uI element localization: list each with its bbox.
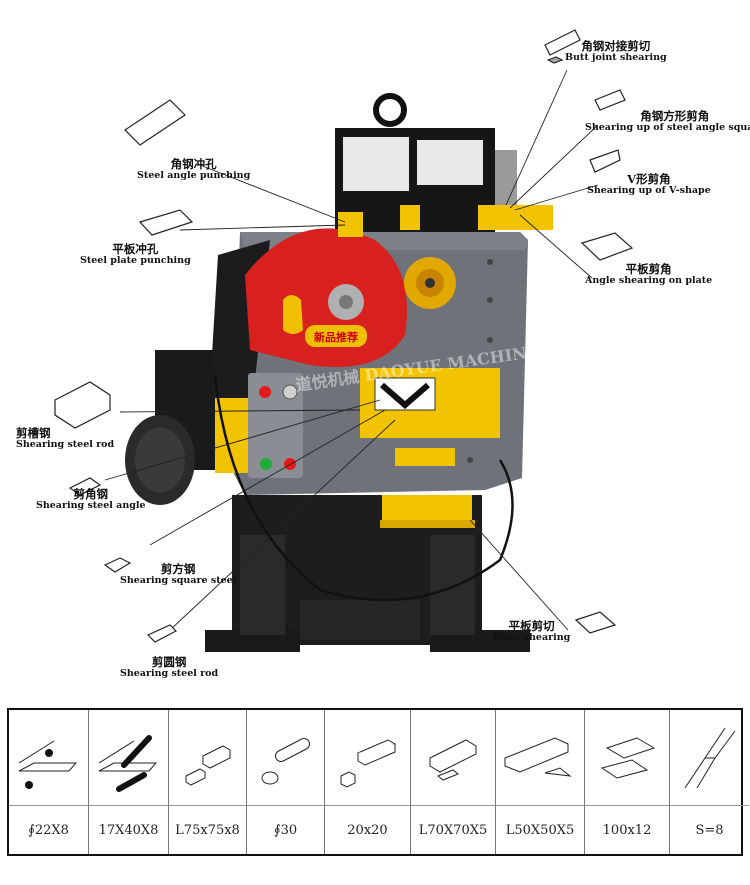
- new-product-badge: 新品推荐: [314, 330, 358, 344]
- machine-photo: 新品推荐 道悦机械 DAOYUE MACHINERY: [54, 29, 634, 652]
- label-plate-shearing: 平板剪切 Plate shearing: [493, 619, 571, 644]
- spec-col-notch: L50X50X5: [496, 710, 585, 854]
- label-zh: V形剪角: [627, 172, 671, 186]
- label-zh: 角钢对接剪切: [581, 39, 651, 53]
- label-zh: 角钢冲孔: [170, 157, 217, 171]
- spec-col-flat: 17X40X8: [89, 710, 169, 854]
- label-en: Steel angle punching: [137, 170, 251, 182]
- yellow-fixtures: [215, 205, 553, 528]
- channel-icon: [54, 381, 111, 429]
- power-cable: [213, 374, 514, 602]
- angle-notch-icon: [496, 710, 584, 806]
- label-en: Butt joint shearing: [565, 52, 667, 64]
- spec-col-channel: L70X70X5: [411, 710, 496, 854]
- red-flywheel-guard: 新品推荐: [245, 228, 407, 367]
- label-zh: 剪角钢: [73, 487, 109, 501]
- round-bar-icon: [146, 624, 178, 643]
- label-zh: 剪槽钢: [16, 426, 51, 440]
- spec-col-butt: S=8: [670, 710, 749, 854]
- motor: [125, 240, 270, 505]
- leader-lines: [104, 69, 599, 631]
- angle-square-icon: [594, 89, 626, 111]
- spec-col-angle: L75x75x8: [169, 710, 247, 854]
- spec-value: S=8: [695, 822, 724, 838]
- label-plate-punching: 平板冲孔 Steel plate punching: [80, 242, 191, 267]
- angle-punch-icon: [124, 99, 186, 146]
- spec-value: 100x12: [602, 822, 652, 838]
- label-butt-joint: 角钢对接剪切 Butt joint shearing: [565, 39, 667, 64]
- angle-steel-icon: [169, 710, 246, 806]
- channel-icon: [411, 710, 495, 806]
- plate-shear-icon: [574, 611, 617, 634]
- label-zh: 剪方钢: [160, 562, 196, 576]
- punch-plate-icon: [9, 710, 88, 806]
- label-angle-plate: 平板剪角 Angle shearing on plate: [585, 262, 713, 287]
- spec-value: ∮30: [273, 822, 298, 838]
- label-round-rod: 剪圆钢 Shearing steel rod: [120, 655, 219, 680]
- label-zh: 平板冲孔: [112, 242, 159, 256]
- label-angle-square: 角钢方形剪角 Shearing up of steel angle square: [585, 109, 750, 134]
- yellow-gear: [404, 257, 456, 309]
- plate-punch-icon: [138, 209, 194, 236]
- spec-col-punch: ∮22X8: [9, 710, 89, 854]
- control-pendant: [248, 373, 303, 478]
- label-en: Shearing up of V-shape: [587, 185, 711, 197]
- label-en: Steel plate punching: [80, 255, 191, 267]
- label-en: Shearing steel angle: [36, 500, 146, 512]
- butt-joint-icon: [544, 29, 581, 56]
- spec-value: ∮22X8: [28, 822, 69, 838]
- spec-value: L70X70X5: [418, 822, 488, 838]
- label-en: Shearing up of steel angle square: [585, 122, 750, 134]
- spec-value: 17X40X8: [98, 822, 159, 838]
- plate-angle-icon: [580, 232, 634, 261]
- square-bar-icon: [325, 710, 410, 806]
- v-shape-icon: [589, 149, 621, 173]
- angle-icon: [68, 477, 102, 496]
- label-steel-angle: 剪角钢 Shearing steel angle: [36, 487, 146, 512]
- label-zh: 平板剪切: [508, 619, 555, 633]
- round-bar-icon: [247, 710, 324, 806]
- spec-value: 20x20: [347, 822, 388, 838]
- spec-value: L50X50X5: [505, 822, 575, 838]
- material-icons: [54, 29, 634, 643]
- flat-bar-icon: [89, 710, 168, 806]
- spec-col-square: 20x20: [325, 710, 411, 854]
- spec-value: L75x75x8: [175, 822, 240, 838]
- label-en: Shearing steel rod: [16, 439, 115, 451]
- label-en: Plate shearing: [493, 632, 571, 644]
- spec-col-plate: 100x12: [585, 710, 670, 854]
- label-angle-punching: 角钢冲孔 Steel angle punching: [137, 157, 251, 182]
- spec-col-round: ∮30: [247, 710, 325, 854]
- label-square-steel: 剪方钢 Shearing square steel: [120, 562, 237, 587]
- label-steel-rod: 剪槽钢 Shearing steel rod: [16, 426, 115, 451]
- label-zh: 角钢方形剪角: [640, 109, 710, 123]
- square-bar-icon: [103, 557, 132, 573]
- label-v-shape: V形剪角 Shearing up of V-shape: [587, 172, 711, 197]
- label-en: Angle shearing on plate: [585, 275, 713, 287]
- label-en: Shearing square steel: [120, 575, 237, 587]
- plate-icon: [585, 710, 669, 806]
- label-zh: 剪圆钢: [151, 655, 187, 669]
- butt-cut-icon: [670, 710, 749, 806]
- spec-table: ∮22X8 17X40X8 L75x75x8 ∮30 20x20 L70X70X…: [7, 708, 749, 856]
- label-zh: 平板剪角: [625, 262, 672, 276]
- label-en: Shearing steel rod: [120, 668, 219, 680]
